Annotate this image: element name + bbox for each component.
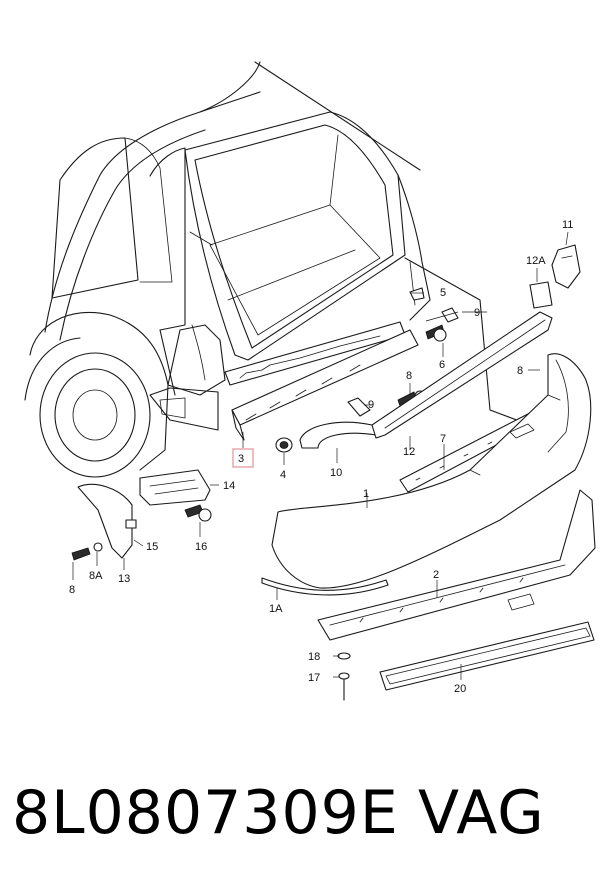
- highlight-box-3: [232, 448, 254, 468]
- part-12-rail: [371, 311, 553, 439]
- callout-leaders: [72, 231, 569, 680]
- part-20-strip: [379, 621, 595, 691]
- callout-20: 20: [454, 683, 466, 695]
- left-bracket-assembly: [71, 469, 212, 561]
- part-number: 8L0807309E: [12, 778, 399, 848]
- part-10-guide: [299, 421, 377, 449]
- car-body-outline: [24, 61, 571, 478]
- callout-8b: 8: [517, 365, 523, 377]
- callout-17: 17: [308, 672, 320, 684]
- callout-6: 6: [439, 359, 445, 371]
- callout-11: 11: [562, 219, 573, 231]
- callout-3: 3: [238, 453, 244, 465]
- callout-8c: 8: [69, 584, 75, 596]
- callout-4: 4: [280, 469, 286, 481]
- part-4-nut: [275, 437, 293, 453]
- callout-18: 18: [308, 651, 320, 663]
- callout-8a: 8: [406, 370, 412, 382]
- callout-1: 1: [363, 488, 369, 500]
- callout-5: 5: [440, 287, 446, 299]
- callout-12A: 12A: [526, 255, 546, 267]
- callout-14: 14: [223, 480, 235, 492]
- callout-1A: 1A: [269, 603, 283, 615]
- callout-16: 16: [195, 541, 207, 553]
- callout-9a: 9: [474, 307, 480, 319]
- part-1A-trim: [261, 577, 389, 596]
- callout-8A: 8A: [89, 570, 103, 582]
- callout-labels: 1 1A 2 3 4 5 6 7 8 8 8 8A 9 9 10 11 12 1…: [69, 219, 573, 695]
- part-17-18-screw: [337, 652, 351, 701]
- callout-7: 7: [440, 433, 446, 445]
- callout-15: 15: [146, 541, 158, 553]
- callout-13: 13: [118, 573, 130, 585]
- part-12A-11-corners: [529, 244, 581, 309]
- part-2-diffuser: [317, 489, 596, 641]
- part-1-bumper-cover: [271, 353, 592, 589]
- caption: 8L0807309E VAG: [0, 770, 600, 870]
- callout-2: 2: [433, 569, 439, 581]
- callout-12: 12: [403, 446, 415, 458]
- callout-9b: 9: [368, 399, 374, 411]
- parts-diagram: 1 1A 2 3 4 5 6 7 8 8 8 8A 9 9 10 11 12 1…: [24, 61, 596, 701]
- part-3-carrier: [231, 329, 419, 441]
- brand: VAG: [418, 778, 545, 848]
- callout-10: 10: [330, 467, 342, 479]
